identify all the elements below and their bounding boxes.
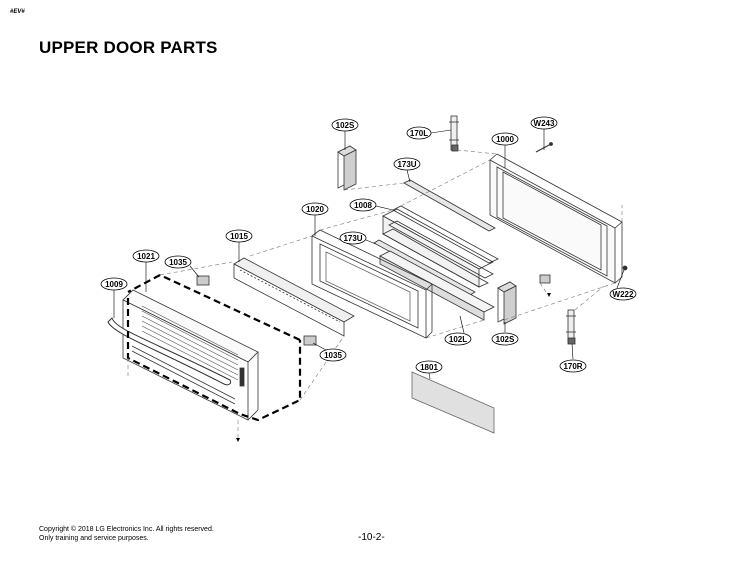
svg-text:1021: 1021 (137, 252, 155, 261)
screw-w243 (535, 142, 553, 153)
leader-lines (113, 128, 625, 380)
svg-text:1015: 1015 (230, 232, 248, 241)
svg-text:W222: W222 (613, 290, 634, 299)
part-label-170L: 170L (406, 126, 432, 140)
part-label-1035-bottom: 1035 (319, 348, 347, 362)
part-label-102S-bottom: 102S (491, 332, 519, 346)
part-label-1035-top: 1035 (164, 255, 192, 269)
svg-text:170R: 170R (563, 362, 582, 371)
copyright-notice: Copyright © 2018 LG Electronics Inc. All… (39, 525, 214, 543)
hinge-block-1035-bottom (303, 335, 317, 346)
assembly-outline (126, 274, 302, 422)
svg-text:102S: 102S (496, 335, 515, 344)
usage-note: Only training and service purposes. (39, 535, 149, 542)
glass-panel-1008 (382, 205, 499, 288)
insulation-block-102S-bottom (497, 281, 517, 325)
svg-text:1035: 1035 (169, 258, 187, 267)
screw-w222 (622, 265, 628, 271)
page-number: -10-2- (358, 532, 385, 543)
nameplate-1801 (411, 371, 495, 434)
outer-door-1021 (122, 289, 259, 421)
svg-text:1801: 1801 (420, 363, 438, 372)
inner-frame-1020 (311, 229, 433, 339)
bracket-clip (539, 274, 551, 284)
alignment-lines (127, 149, 623, 438)
svg-text:1035: 1035 (324, 351, 342, 360)
part-label-1020: 1020 (301, 202, 329, 216)
copyright-line: Copyright © 2018 LG Electronics Inc. All… (39, 526, 214, 533)
part-label-1009: 1009 (100, 277, 128, 291)
door-frame-1000 (489, 153, 623, 284)
svg-text:1009: 1009 (105, 280, 123, 289)
part-label-170R: 170R (559, 359, 587, 373)
part-label-1801: 1801 (415, 360, 443, 374)
svg-text:170L: 170L (410, 129, 428, 138)
hinge-170L (449, 115, 459, 152)
page-title: UPPER DOOR PARTS (39, 38, 218, 57)
part-label-102S-top: 102S (331, 118, 359, 132)
part-label-173U-top: 173U (393, 157, 421, 171)
svg-text:102S: 102S (336, 121, 355, 130)
part-label-1008: 1008 (349, 198, 377, 212)
arrow-marker (547, 293, 551, 297)
part-label-W243: W243 (530, 116, 558, 130)
svg-text:173U: 173U (343, 234, 362, 243)
hinge-170R (566, 309, 576, 345)
part-label-1021: 1021 (132, 249, 160, 263)
svg-text:102L: 102L (449, 335, 467, 344)
svg-text:173U: 173U (397, 160, 416, 169)
part-label-173U-mid: 173U (339, 231, 367, 245)
bracket-1015 (233, 257, 355, 337)
hinge-block-1035-top (196, 275, 210, 286)
part-label-1000: 1000 (491, 132, 519, 146)
part-label-W222: W222 (609, 287, 637, 301)
document-tag: #EV# (10, 9, 25, 15)
arrow-marker (236, 438, 240, 442)
svg-text:W243: W243 (534, 119, 555, 128)
part-label-1015: 1015 (225, 229, 253, 243)
svg-text:1020: 1020 (306, 205, 324, 214)
svg-text:1008: 1008 (354, 201, 372, 210)
insulation-block-102S-top (337, 145, 357, 191)
part-label-102L: 102L (444, 332, 472, 346)
svg-text:1000: 1000 (496, 135, 514, 144)
